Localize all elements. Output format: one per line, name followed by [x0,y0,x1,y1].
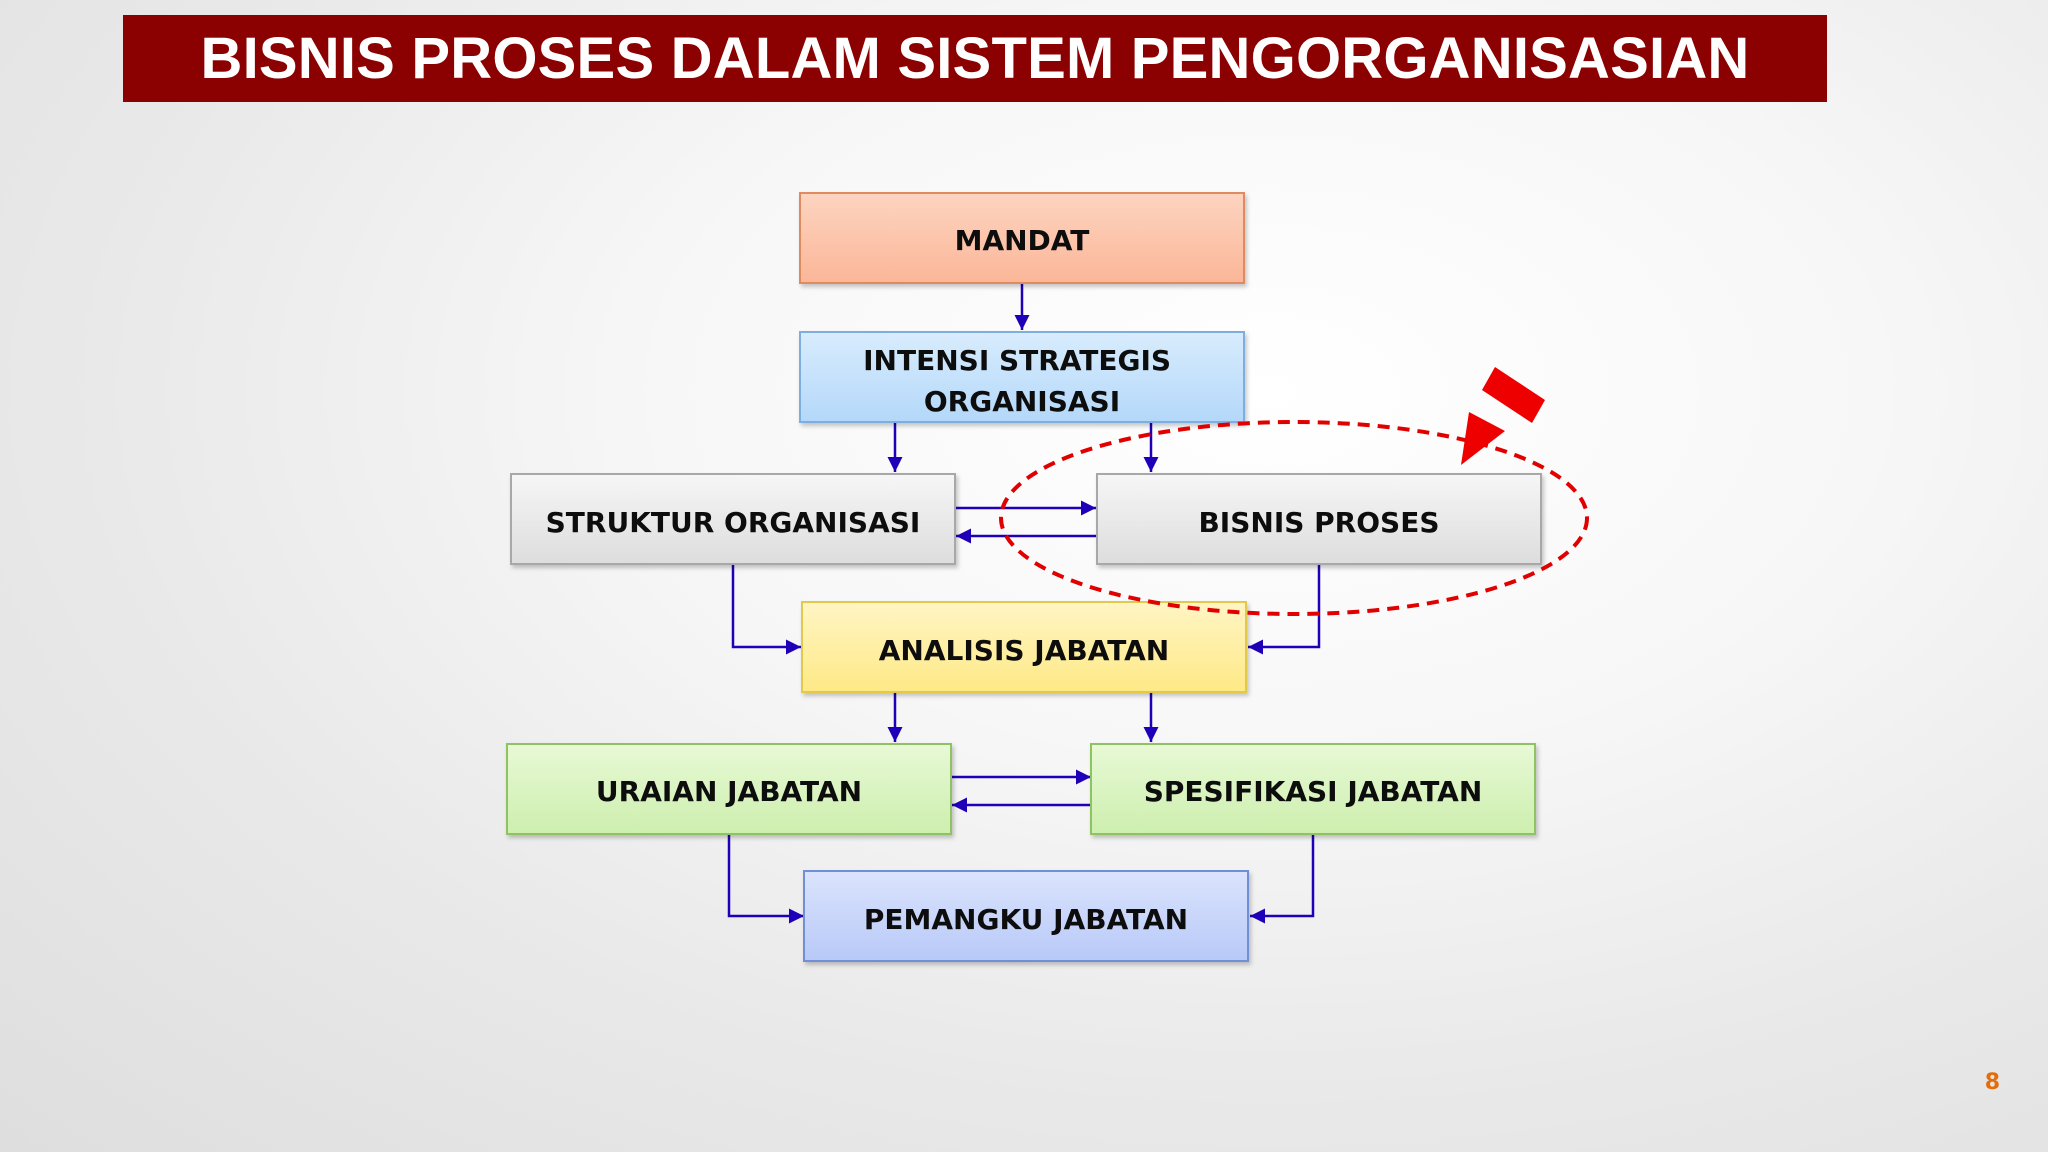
node-analisis-label: ANALISIS JABATAN [879,634,1170,667]
arrow-spesifikasi-to-pemangku [1250,834,1315,924]
svg-text:BISNIS PROSES: BISNIS PROSES [1198,506,1439,539]
connector-arrows [727,283,1321,924]
node-bisnis-box [1096,473,1542,565]
title-bar: BISNIS PROSES DALAM SISTEM PENGORGANISAS… [123,15,1827,102]
arrow-struktur-to-analisis [731,565,801,655]
node-pemangku-label: PEMANGKU JABATAN [864,903,1188,936]
node-uraian-jabatan: URAIAN JABATAN [506,743,952,835]
node-pemangku-box [803,870,1249,962]
svg-text:URAIAN JABATAN: URAIAN JABATAN [596,775,862,808]
node-bisnis-proses: BISNIS PROSES [1096,473,1542,565]
node-spesifikasi-label: SPESIFIKASI JABATAN [1144,775,1483,808]
node-intensi-label-line-2: ORGANISASI [924,385,1120,418]
svg-text:INTENSI STRATEGIS ORGA: INTENSI STRATEGIS ORGANISASI [863,344,1181,418]
highlight-dashed-ellipse [999,420,1589,616]
node-pemangku-jabatan: PEMANGKU JABATAN [803,870,1249,962]
node-struktur-organisasi: STRUKTUR ORGANISASI [510,473,956,565]
node-intensi-strategis: INTENSI STRATEGIS ORGANISASI [799,331,1245,423]
pointer-arrow-icon [1461,367,1545,465]
node-spesifikasi-jabatan: SPESIFIKASI JABATAN [1090,743,1536,835]
page-number: 8 [1984,1070,2000,1095]
node-bisnis-label: BISNIS PROSES [1198,506,1439,539]
svg-text:STRUKTUR ORGANISASI: STRUKTUR ORGANISASI [546,506,921,539]
slide-title: BISNIS PROSES DALAM SISTEM PENGORGANISAS… [200,26,1750,91]
node-spesifikasi-box [1090,743,1536,835]
node-analisis-box [801,601,1247,693]
node-intensi-box [799,331,1245,423]
svg-text:PEMANGKU JABATAN: PEMANGKU JABATAN [864,903,1188,936]
arrow-bisnis-to-analisis [1248,565,1321,655]
svg-text:ANALISIS JABATAN: ANALISIS JABATAN [879,634,1170,667]
node-struktur-label: STRUKTUR ORGANISASI [546,506,921,539]
node-uraian-box [506,743,952,835]
node-mandat-label: MANDAT [955,224,1090,257]
svg-text:SPESIFIKASI JABATAN: SPESIFIKASI JABATAN [1144,775,1483,808]
svg-text:MANDAT: MANDAT [955,224,1090,257]
node-struktur-box [510,473,956,565]
node-mandat: MANDAT [799,192,1245,284]
node-mandat-box [799,192,1245,284]
arrow-uraian-to-pemangku [727,834,804,924]
node-intensi-label-line-1: INTENSI STRATEGIS [863,344,1171,377]
node-analisis-jabatan: ANALISIS JABATAN [801,601,1247,693]
node-uraian-label: URAIAN JABATAN [596,775,862,808]
